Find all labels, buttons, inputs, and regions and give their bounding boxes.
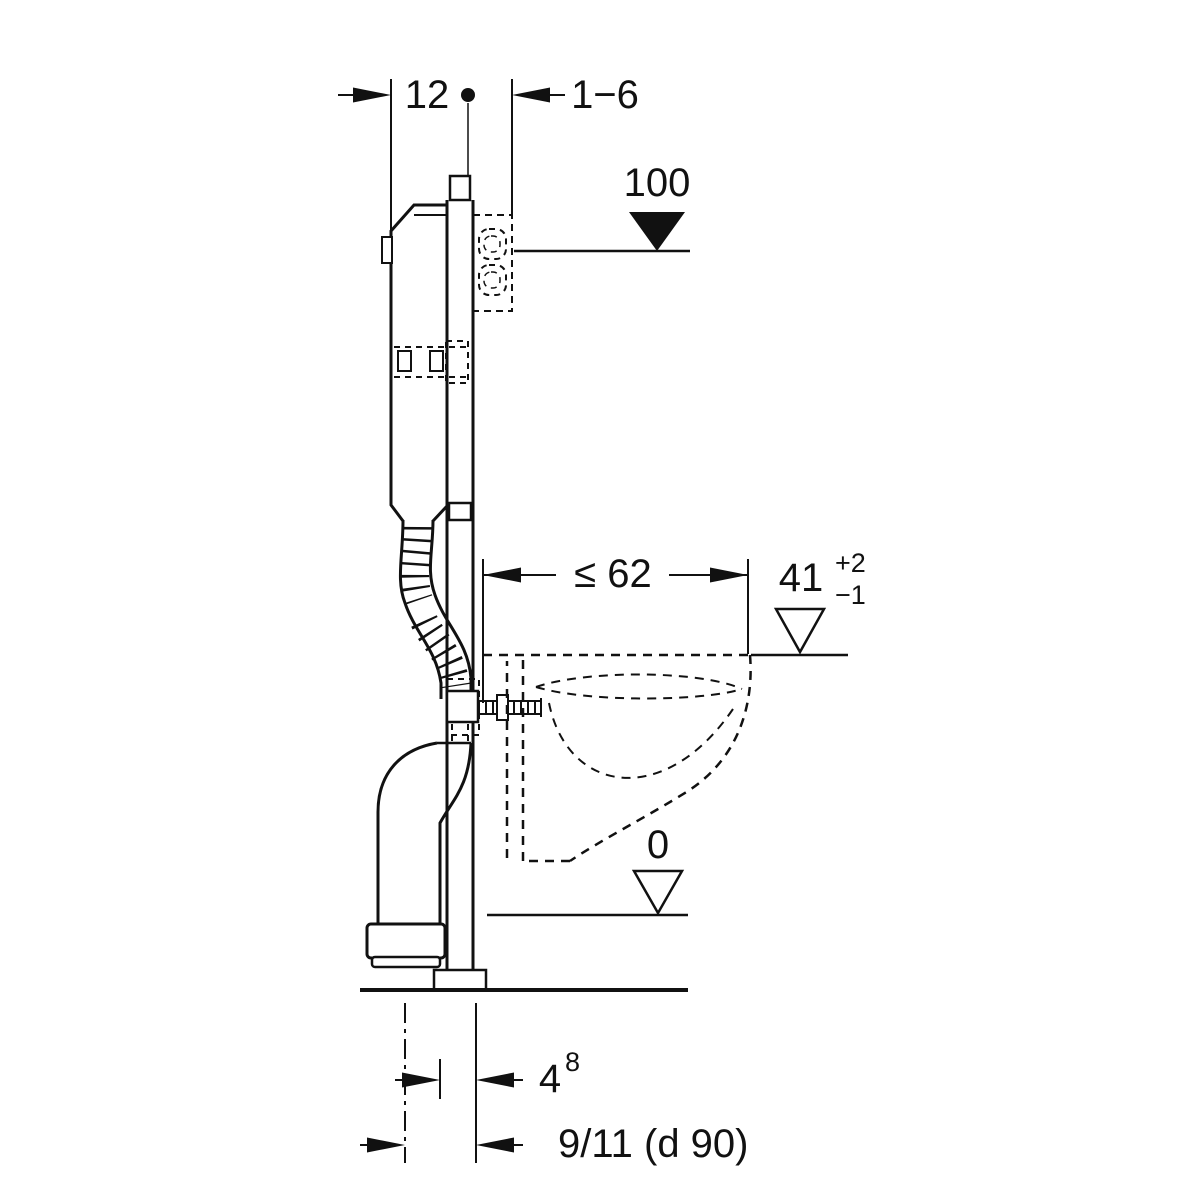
level-triangle-open (773, 607, 827, 655)
flush-button-inner (483, 271, 501, 289)
cistern (381, 203, 473, 523)
bracket-block (429, 350, 444, 372)
dimension-outlet-bottom: 9/11 (d 90) (360, 1003, 749, 1166)
flush-pipe (398, 519, 473, 699)
dimension-top-right: 1−6 (511, 73, 639, 215)
connection-socket (445, 689, 480, 724)
bracket-block (397, 350, 412, 372)
dimension-label-superscript: 8 (565, 1047, 580, 1077)
dimension-arrow (402, 1072, 440, 1088)
dimension-arrow (353, 87, 391, 103)
cistern-outline (389, 203, 447, 522)
level-marker-41: 41 +2 −1 (751, 548, 866, 657)
water-supply-connection (381, 236, 393, 264)
dimension-arrow (483, 567, 521, 583)
level-marker-0: 0 (487, 823, 688, 917)
dimension-outlet-small: 4 8 (395, 1047, 580, 1101)
level-marker-100: 100 (514, 161, 691, 253)
reference-dot (461, 88, 475, 102)
level-label: 0 (647, 823, 669, 867)
actuator-plate (472, 214, 513, 312)
drain-pipe (365, 724, 473, 969)
flush-pipe-edge (398, 519, 443, 699)
dimension-label: 12 (405, 73, 450, 117)
drain-bend-outer (376, 741, 438, 924)
level-label: 100 (624, 161, 691, 205)
dimension-label: 4 (539, 1057, 561, 1101)
mounting-frame (432, 174, 488, 992)
dimension-arrow (476, 1072, 514, 1088)
dimension-arrow (367, 1137, 405, 1153)
drain-socket-rim (370, 955, 442, 969)
toilet-bowl (483, 653, 752, 863)
bowl-cavity-line (548, 702, 734, 779)
pipe-clamp (447, 501, 473, 522)
flush-pipe-edge (428, 519, 473, 699)
level-tolerance-minus: −1 (835, 580, 866, 610)
flush-pipe-ribs (401, 526, 433, 605)
dimension-arrow (476, 1137, 514, 1153)
flush-button-outline (478, 264, 507, 296)
level-triangle-filled (629, 212, 685, 251)
drain-socket (365, 922, 447, 960)
bowl-rim-line (535, 673, 743, 690)
drain-bend-inner (438, 742, 473, 924)
wc-connection (445, 678, 542, 736)
level-tolerance-plus: +2 (835, 548, 866, 578)
bowl-rim-line (535, 686, 743, 700)
level-triangle-open (631, 869, 685, 916)
dimension-bowl-depth: ≤ 62 (482, 552, 749, 703)
dimension-label: ≤ 62 (574, 552, 652, 596)
flush-button-outline (478, 228, 507, 260)
dimension-top-left: 12 (338, 73, 475, 240)
level-label: 41 (779, 556, 824, 600)
flush-button-inner (483, 235, 501, 253)
dimension-label: 9/11 (d 90) (558, 1122, 749, 1166)
actuator-box-outline (472, 214, 513, 312)
frame-top-cap (448, 174, 472, 202)
frame-foot-plate (432, 968, 488, 992)
cistern-outline-bottom (431, 504, 449, 523)
dimension-label: 1−6 (571, 73, 639, 117)
dimension-arrow (512, 87, 550, 103)
bracket-hidden-outline (445, 340, 469, 384)
dimension-arrow (710, 567, 748, 583)
